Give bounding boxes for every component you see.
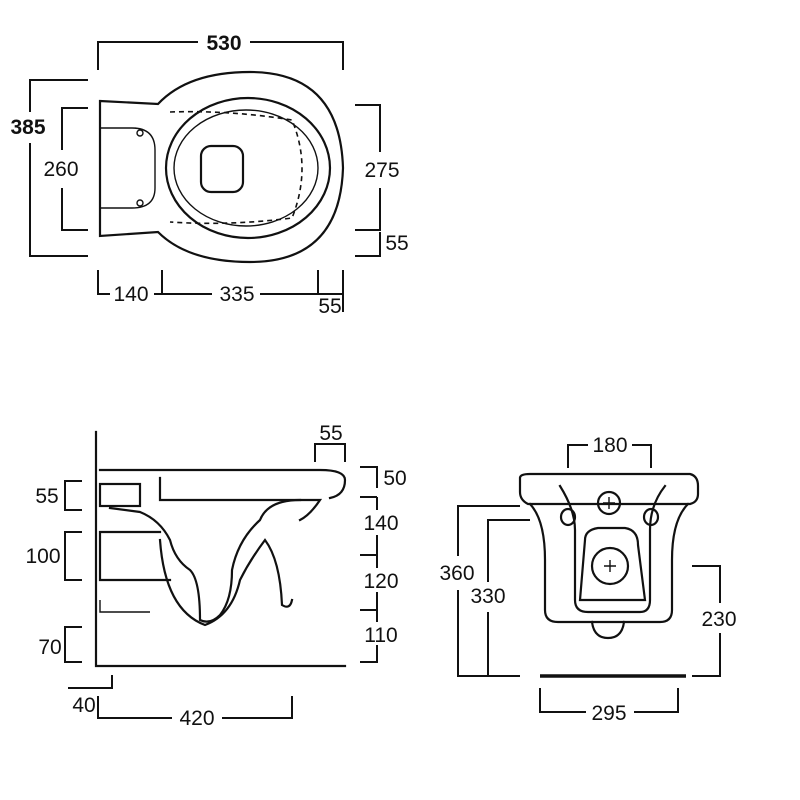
rear-view: 180 360 330 230 295 — [439, 434, 736, 725]
dim-line-bracket-height — [61, 107, 88, 231]
side-view-bowl-inner — [158, 476, 323, 522]
top-view-inner-bowl — [173, 109, 319, 227]
top-view-rim — [164, 96, 332, 240]
rear-view-top-flange — [518, 472, 700, 506]
top-view-fixing-hole-lower — [136, 199, 144, 207]
dim-line-outlet-height — [64, 531, 82, 581]
dim-line-overall-depth — [29, 79, 88, 257]
dim-line-wall-gap — [68, 675, 113, 689]
dim-line-body-height — [487, 519, 530, 676]
dim-line-outlet-height — [692, 565, 721, 677]
side-view-inlet — [98, 482, 142, 508]
label-rear-offset: 55 — [385, 232, 408, 255]
label-overall-depth: 385 — [10, 116, 45, 139]
rear-view-outlet-cross — [604, 560, 616, 572]
side-view-base — [99, 600, 150, 613]
side-view-wall — [94, 430, 347, 668]
dim-line-right-chain — [360, 466, 378, 663]
label-bowl-length: 335 — [219, 283, 254, 306]
label-rim-height: 50 — [383, 467, 406, 490]
top-view-bracket-plate — [100, 127, 156, 209]
dim-line-rim-overhang — [314, 443, 346, 462]
dim-line-rear-width — [539, 688, 679, 713]
dim-line-bolt-spacing — [567, 444, 652, 468]
top-view-waterway-hidden — [169, 110, 303, 225]
label-rear-outlet-height: 230 — [701, 608, 736, 631]
rear-view-body — [528, 502, 690, 624]
label-middle-drop: 120 — [363, 570, 398, 593]
label-front-offset: 55 — [318, 295, 341, 318]
label-projection: 420 — [179, 707, 214, 730]
label-upper-drop: 140 — [363, 512, 398, 535]
side-view: 55 50 140 120 110 55 100 70 40 420 — [25, 422, 406, 730]
top-view-outlet — [199, 144, 245, 194]
side-view-trap-body — [108, 498, 302, 623]
rear-view-inlet — [596, 490, 622, 516]
label-rear-width: 295 — [591, 702, 626, 725]
dim-line-bottom-chain — [97, 270, 344, 312]
dim-line-overall-length — [97, 41, 344, 70]
label-bolt-spacing: 180 — [592, 434, 627, 457]
dim-line-base-height — [64, 626, 82, 663]
rear-view-inlet-cross — [603, 497, 615, 509]
label-bowl-depth: 275 — [364, 159, 399, 182]
dim-line-rear-offset — [355, 232, 381, 257]
label-overall-length: 530 — [206, 32, 241, 55]
dim-line-inlet-height — [64, 480, 82, 511]
rear-view-outlet-socket — [578, 526, 647, 602]
top-view-fixing-hole-upper — [136, 129, 144, 137]
dim-line-projection — [97, 696, 293, 719]
label-body-height: 330 — [470, 585, 505, 608]
label-outlet-height: 100 — [25, 545, 60, 568]
top-view-bowl-outline — [98, 70, 345, 264]
label-inlet-height: 55 — [35, 485, 58, 508]
top-view: 530 385 260 275 55 140 335 55 — [10, 32, 408, 318]
rear-view-bolt-right — [642, 507, 660, 527]
label-total-height: 360 — [439, 562, 474, 585]
label-base-height: 70 — [38, 636, 61, 659]
side-view-pedestal — [158, 538, 294, 627]
label-rim-overhang: 55 — [319, 422, 342, 445]
label-lower-drop: 110 — [364, 624, 397, 647]
rear-view-bolt-left — [559, 507, 577, 527]
dim-line-total-height — [457, 505, 520, 677]
label-wall-offset: 140 — [113, 283, 148, 306]
label-bracket-height: 260 — [43, 158, 78, 181]
rear-view-trap-bottom — [590, 620, 626, 640]
side-view-outlet-pipe — [98, 530, 172, 582]
side-view-rim-top — [98, 468, 347, 500]
label-wall-gap: 40 — [72, 694, 95, 717]
rear-view-outlet-pipe — [590, 546, 630, 586]
dim-line-bowl-depth — [355, 104, 381, 231]
